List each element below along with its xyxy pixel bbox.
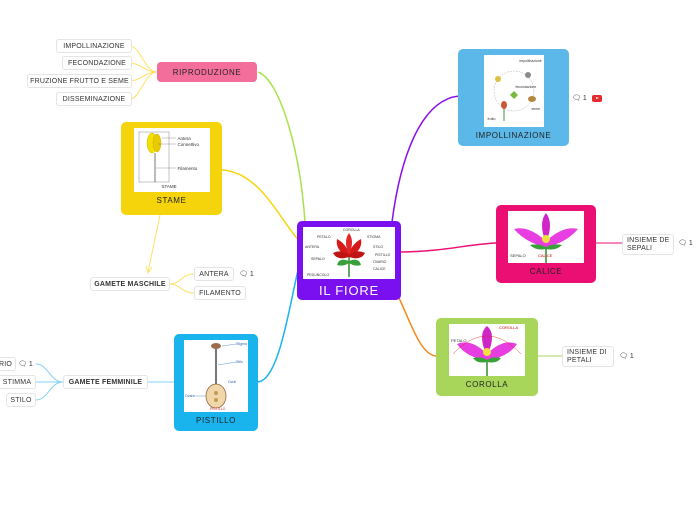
riproduzione-node[interactable]: RIPRODUZIONE [157, 62, 257, 82]
calice-note-line1: INSIEME DE [627, 236, 670, 244]
stamen-illustration [138, 131, 176, 183]
pistillo-label-caption: PISTILLO [210, 407, 226, 411]
corolla-label-petalo: PETALO [451, 338, 467, 343]
central-label-calice: CALICE [373, 267, 386, 271]
stame-label: STAME [156, 196, 187, 205]
calice-comment-badge[interactable]: 🗨 1 [678, 239, 693, 248]
stame-label-filamento: Filamento [177, 166, 198, 171]
comment-icon: 🗨 [239, 271, 248, 278]
comment-icon: 🗨 [678, 240, 687, 247]
impollinazione-image: impollinazione fecondazione seme frutto [483, 55, 544, 127]
riproduzione-child-fruzione[interactable]: FRUZIONE FRUTTO E SEME [27, 74, 132, 88]
stame-label-antera: Antera [177, 136, 191, 141]
corolla-note-line1: INSIEME DI [567, 348, 607, 356]
riproduzione-child-disseminazione[interactable]: DISSEMINAZIONE [56, 92, 132, 106]
impollinazione-label: IMPOLLINAZIONE [475, 131, 552, 140]
riproduzione-child-impollinazione[interactable]: IMPOLLINAZIONE [56, 39, 132, 53]
stame-node[interactable]: Antera Connettivo Filamento STAME STAME [121, 122, 222, 215]
calice-label: CALICE [529, 267, 563, 276]
central-label-stigma: STIGMA [367, 235, 381, 239]
pistillo-node[interactable]: Stigma Stilo Ovario Ovuli PISTILLO PISTI… [174, 334, 258, 431]
corolla-node[interactable]: COROLLA PETALO COROLLA [436, 318, 538, 396]
comment-icon: 🗨 [572, 95, 581, 102]
pistil-illustration [196, 343, 237, 409]
impollinazione-comment-badge[interactable]: 🗨 1 [572, 94, 602, 102]
central-label-sepalo: SEPALO [311, 257, 325, 261]
calice-comment-count: 1 [688, 239, 693, 247]
ovario-comment-count: 1 [28, 360, 33, 368]
calice-note[interactable]: INSIEME DE SEPALI [622, 234, 674, 255]
pistillo-image: Stigma Stilo Ovario Ovuli PISTILLO [184, 340, 248, 412]
gamete-femminile-child-stilo[interactable]: STILO [6, 393, 36, 407]
impollinazione-label-frutto: frutto [487, 117, 496, 121]
calice-image: SEPALO CALICE [508, 211, 584, 263]
central-label-corolla: COROLLA [343, 228, 360, 232]
calice-note-line2: SEPALI [627, 244, 653, 252]
corolla-comment-count: 1 [629, 352, 634, 360]
pollination-cycle-illustration [493, 70, 536, 121]
stame-label-connettivo: Connettivo [177, 142, 200, 147]
gamete-femminile-child-ovario[interactable]: RIO [0, 357, 16, 371]
gamete-maschile-node[interactable]: GAMETE MASCHILE [90, 277, 170, 291]
comment-icon: 🗨 [619, 353, 628, 360]
pistillo-label-ovuli: Ovuli [228, 380, 236, 384]
pistillo-label-stilo: Stilo [236, 360, 243, 364]
corolla-label-corolla: COROLLA [499, 325, 519, 330]
central-label-petalo: PETALO [317, 235, 331, 239]
youtube-icon[interactable] [591, 94, 602, 102]
pistillo-label-ovario: Ovario [185, 394, 196, 398]
calice-label-calice: CALICE [538, 253, 553, 258]
corolla-note[interactable]: INSIEME DI PETALI [562, 346, 614, 367]
flower-illustration [333, 233, 365, 277]
impollinazione-label-impollinazione: impollinazione [519, 59, 542, 63]
corolla-illustration [452, 326, 522, 376]
central-label-pistillo: PISTILLO [375, 253, 391, 257]
central-label-ovario: OVARIO [373, 260, 387, 264]
central-label-antera: ANTERA [305, 245, 320, 249]
central-label-peduncolo: PEDUNCOLO [307, 273, 330, 277]
pistillo-label-stigma: Stigma [236, 342, 247, 346]
calyx-illustration [514, 213, 578, 263]
impollinazione-comment-count: 1 [582, 94, 587, 102]
stame-label-caption: STAME [161, 184, 177, 189]
impollinazione-label-fecondazione: fecondazione [515, 85, 537, 89]
calice-node[interactable]: SEPALO CALICE CALICE [496, 205, 596, 283]
antera-comment-badge[interactable]: 🗨 1 [239, 270, 254, 279]
pistillo-label: PISTILLO [196, 416, 236, 425]
stame-image: Antera Connettivo Filamento STAME [133, 128, 210, 192]
central-image: COROLLA PETALO STIGMA ANTERA STILO PISTI… [303, 227, 395, 279]
impollinazione-label-seme: seme [531, 107, 541, 111]
impollinazione-node[interactable]: impollinazione fecondazione seme frutto … [458, 49, 569, 146]
gamete-femminile-node[interactable]: GAMETE FEMMINILE [63, 375, 148, 389]
central-node[interactable]: COROLLA PETALO STIGMA ANTERA STILO PISTI… [297, 221, 401, 300]
corolla-label: COROLLA [465, 380, 509, 389]
ovario-comment-badge[interactable]: 🗨 1 [18, 360, 33, 369]
comment-icon: 🗨 [18, 361, 27, 368]
riproduzione-child-fecondazione[interactable]: FECONDAZIONE [62, 56, 132, 70]
gamete-maschile-child-filamento[interactable]: FILAMENTO [194, 286, 246, 300]
gamete-maschile-child-antera[interactable]: ANTERA [194, 267, 234, 281]
antera-comment-count: 1 [249, 270, 254, 278]
calice-label-sepalo: SEPALO [510, 253, 526, 258]
corolla-image: COROLLA PETALO [449, 324, 525, 376]
central-title: IL FIORE [318, 283, 380, 298]
corolla-comment-badge[interactable]: 🗨 1 [619, 352, 634, 361]
corolla-note-line2: PETALI [567, 356, 592, 364]
central-label-stilo: STILO [373, 245, 384, 249]
gamete-femminile-child-stimma[interactable]: STIMMA [0, 375, 36, 389]
